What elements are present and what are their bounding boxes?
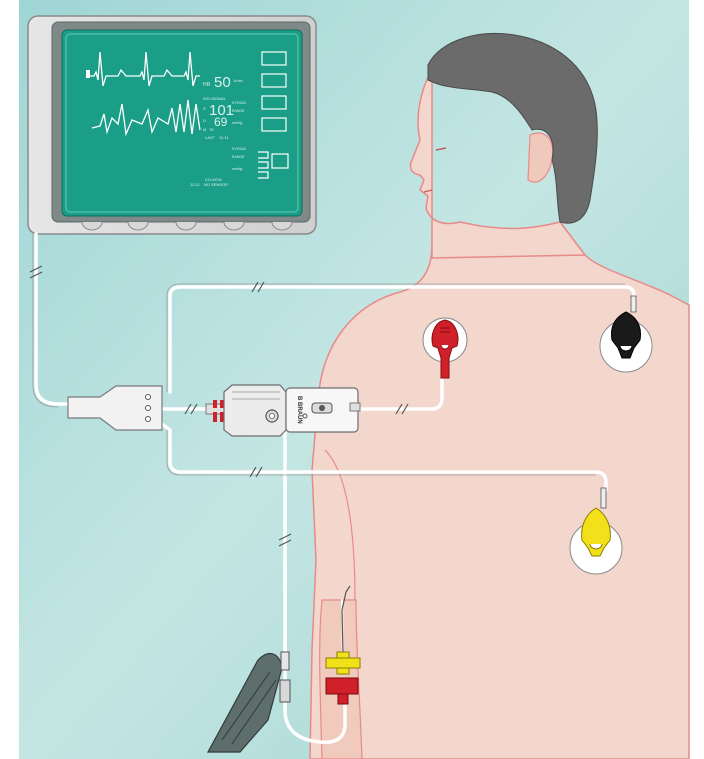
hr-value: 50 xyxy=(214,74,231,91)
art-label: ISO-SIGNAL xyxy=(203,96,227,101)
nibp-label: SYS/DIA xyxy=(232,147,246,151)
art-dia-value: 69 xyxy=(214,115,228,129)
art-sys-prefix: S xyxy=(203,106,206,111)
sensor-time: 11:12 xyxy=(190,182,200,187)
hr-label: HR xyxy=(203,82,211,88)
nibp-unit: mmHg xyxy=(232,167,242,171)
monitor-screen xyxy=(62,30,302,216)
transducer-left-body xyxy=(224,385,286,436)
art-dia-prefix: D xyxy=(203,118,206,123)
line-connector xyxy=(281,652,289,670)
nibp-range: RANGE xyxy=(232,155,245,159)
pressure-transducer: B BRAUN xyxy=(206,385,360,436)
sensor-status: NO SENSOR xyxy=(204,182,228,187)
last-time: 11:11 xyxy=(219,135,229,140)
art-unit: mmHg xyxy=(232,121,242,125)
art-side-1: SYS/DIA xyxy=(232,101,246,105)
connector-port xyxy=(146,395,151,400)
art-mean-value: 78 xyxy=(209,127,214,132)
ecg-marker xyxy=(86,70,90,78)
catheter-hub xyxy=(326,678,358,694)
last-label: LAST xyxy=(205,135,216,140)
art-side-2: RANGE xyxy=(232,109,245,113)
plug-red-pin xyxy=(213,412,217,422)
connector-port xyxy=(146,417,151,422)
hr-unit: 1/min xyxy=(233,78,243,83)
connector-port xyxy=(146,406,151,411)
art-mean-prefix: M xyxy=(203,127,206,132)
patient-monitor: HR 50 1/min ISO-SIGNAL S 101 D 69 M 78 S… xyxy=(28,16,316,234)
transducer-valve-icon xyxy=(319,405,325,411)
transducer-brand: B BRAUN xyxy=(296,396,302,424)
plug-red-pin xyxy=(213,400,217,408)
line-connector xyxy=(280,680,290,702)
